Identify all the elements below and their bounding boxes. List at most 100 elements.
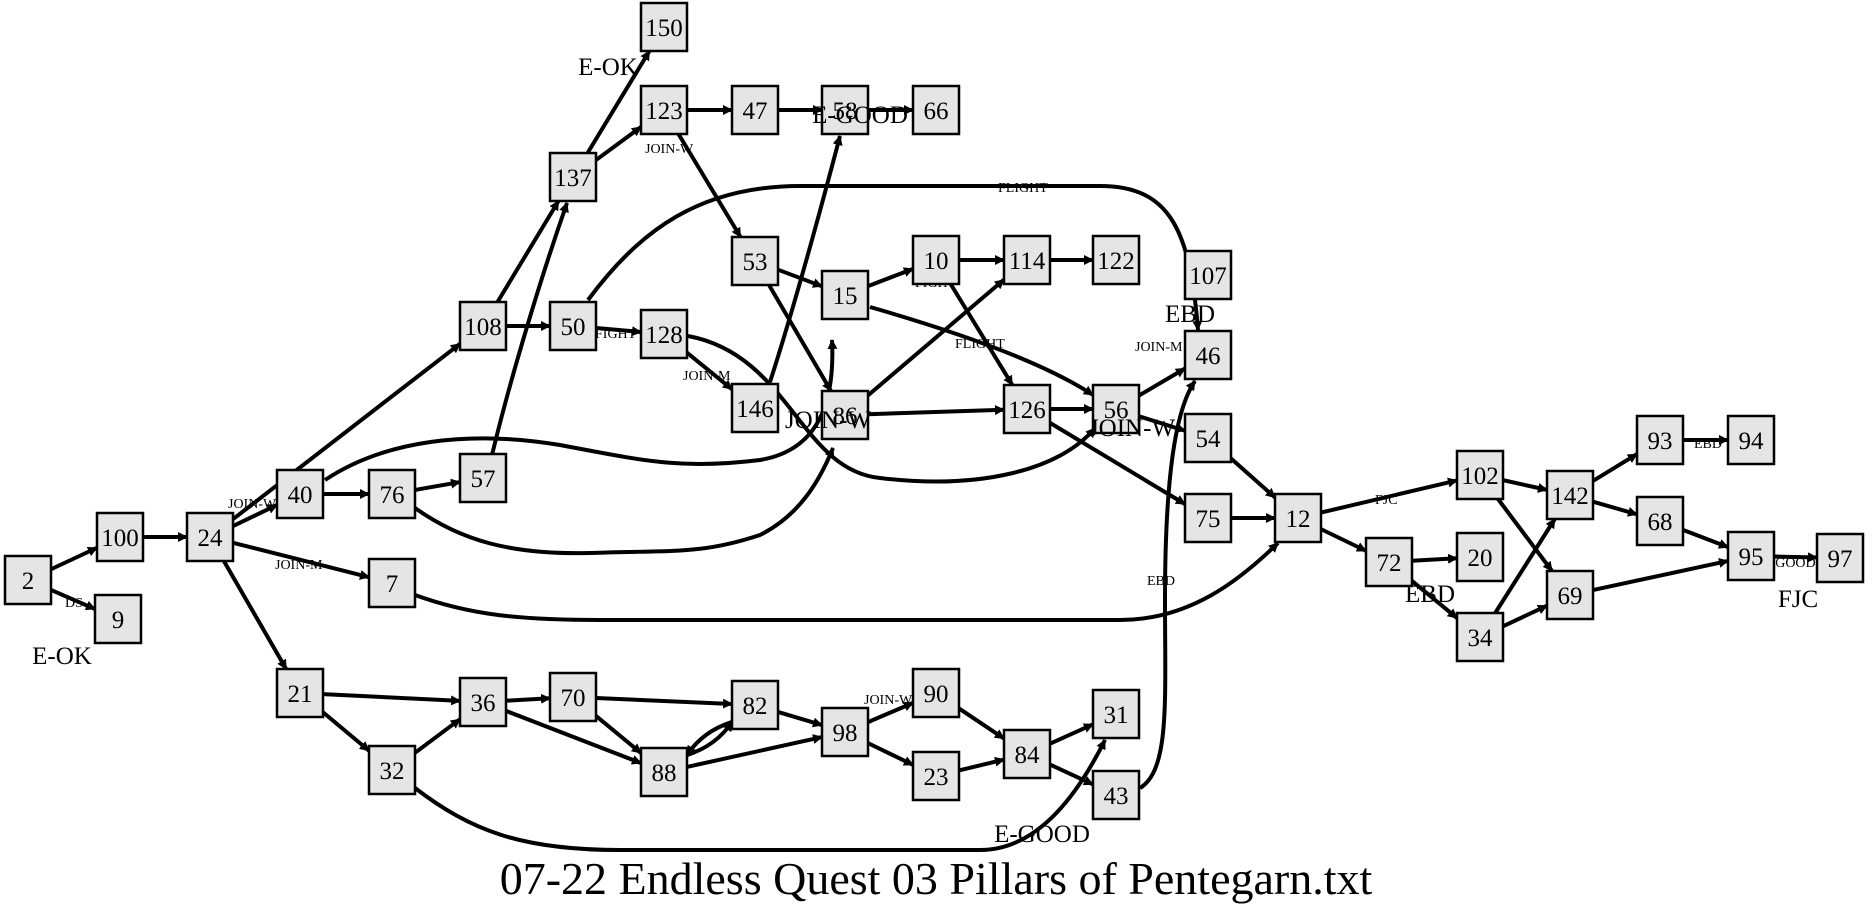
node-label-97: 97 [1828, 546, 1853, 573]
node-66: 66 [911, 84, 961, 136]
node-97: 97 [1815, 532, 1865, 584]
node-box-70 [548, 671, 598, 723]
node-57: 57 [458, 452, 508, 504]
node-15: 15 [820, 269, 870, 321]
node-box-126 [1002, 383, 1052, 435]
edge-123-to-53 [676, 132, 743, 239]
node-box-146 [730, 382, 780, 434]
node-90: 90 [911, 667, 961, 719]
edge-69-to-95 [1592, 557, 1729, 592]
node-box-66 [911, 84, 961, 136]
edge-23-to-84 [958, 756, 1005, 773]
edge-82-to-98 [777, 709, 823, 728]
node-box-75 [1183, 492, 1233, 544]
node-label-50: 50 [561, 314, 586, 341]
node-108: 108 [458, 300, 508, 352]
edge-34-to-69 [1502, 603, 1548, 629]
node-box-12 [1273, 492, 1323, 544]
node-68: 68 [1635, 495, 1685, 547]
node-142: 142 [1545, 469, 1595, 521]
node-label-90: 90 [924, 681, 949, 708]
node-label-114: 114 [1009, 248, 1046, 275]
node-label-82: 82 [743, 693, 768, 720]
node-70: 70 [548, 671, 598, 723]
node-label-88: 88 [652, 760, 677, 787]
edge-32-to-36 [413, 717, 462, 755]
node-annotation-86: JOIN-W [785, 407, 871, 434]
node-53: 53 [730, 235, 780, 287]
edge-label-95-to-97: E-GOOD [1762, 556, 1816, 571]
edge-86-to-126 [867, 405, 1005, 417]
node-72: 72 [1364, 536, 1414, 588]
node-label-70: 70 [561, 685, 586, 712]
node-box-2 [3, 554, 53, 606]
node-label-36: 36 [471, 690, 496, 717]
node-box-72 [1364, 536, 1414, 588]
edge-label-98-to-90: JOIN-W [864, 693, 913, 708]
edge-10-to-126 [948, 282, 1015, 387]
node-56: 56 [1091, 383, 1141, 435]
edge-12-to-102 [1320, 477, 1458, 515]
edge-72-to-34 [1410, 579, 1459, 620]
node-20: 20 [1455, 531, 1505, 583]
edge-2-to-9 [50, 588, 96, 611]
edge-label-50-to-46: FLIGHT [998, 181, 1048, 196]
edge-84-to-31 [1049, 722, 1094, 746]
node-box-100 [95, 511, 145, 563]
node-label-69: 69 [1558, 583, 1583, 610]
node-label-54: 54 [1196, 426, 1222, 453]
edge-128-to-56 [687, 334, 1097, 484]
edge-label-128-to-146: JOIN-M [683, 369, 731, 384]
node-100: 100 [95, 511, 145, 563]
node-box-40 [275, 468, 325, 520]
edge-88-to-82 [686, 720, 734, 757]
edge-24-to-40 [232, 503, 278, 528]
diagram-title: 07-22 Endless Quest 03 Pillars of Penteg… [500, 853, 1373, 904]
node-label-126: 126 [1008, 397, 1046, 424]
edge-98-to-90 [867, 701, 914, 724]
edge-142-to-93 [1591, 452, 1639, 483]
node-label-93: 93 [1648, 428, 1673, 455]
edge-36-to-88 [505, 709, 642, 765]
edge-56-to-54 [1138, 414, 1186, 433]
edge-95-to-97 [1773, 552, 1818, 563]
node-box-95 [1726, 530, 1776, 582]
node-23: 23 [911, 750, 961, 802]
edge-43-to-46 [1138, 379, 1197, 790]
node-annotation-107: EBD [1165, 301, 1215, 328]
node-69: 69 [1545, 569, 1595, 621]
node-40: 40 [275, 468, 325, 520]
edge-82-to-88 [685, 720, 733, 757]
node-label-122: 122 [1097, 248, 1135, 275]
node-box-102 [1455, 449, 1505, 501]
edge-53-to-86 [767, 283, 833, 393]
node-box-31 [1091, 688, 1141, 740]
node-label-128: 128 [645, 322, 683, 349]
node-label-76: 76 [380, 482, 405, 509]
edge-102-to-142 [1502, 478, 1548, 493]
node-label-43: 43 [1104, 783, 1129, 810]
node-2: 2 [3, 554, 53, 606]
edge-108-to-137 [495, 199, 561, 304]
node-box-86 [820, 389, 870, 441]
node-95: 95 [1726, 530, 1776, 582]
node-label-24: 24 [198, 525, 224, 552]
node-123: 123 [639, 84, 689, 136]
node-12: 12 [1273, 492, 1323, 544]
node-box-54 [1183, 412, 1233, 464]
node-10: 10 [911, 234, 961, 286]
node-label-98: 98 [833, 720, 858, 747]
edge-72-to-20 [1411, 553, 1458, 564]
node-box-34 [1455, 611, 1505, 663]
edge-90-to-84 [957, 706, 1006, 741]
edge-102-to-69 [1496, 497, 1554, 573]
edge-7-to-12 [414, 541, 1280, 622]
node-label-57: 57 [471, 466, 496, 493]
edge-15-to-56 [869, 305, 1095, 397]
edge-137-to-150 [585, 49, 652, 155]
node-9: 9 [93, 593, 143, 645]
node-32: 32 [367, 744, 417, 796]
edge-88-to-98 [686, 734, 823, 769]
node-86: 86 [820, 389, 870, 441]
node-box-94 [1726, 414, 1776, 466]
